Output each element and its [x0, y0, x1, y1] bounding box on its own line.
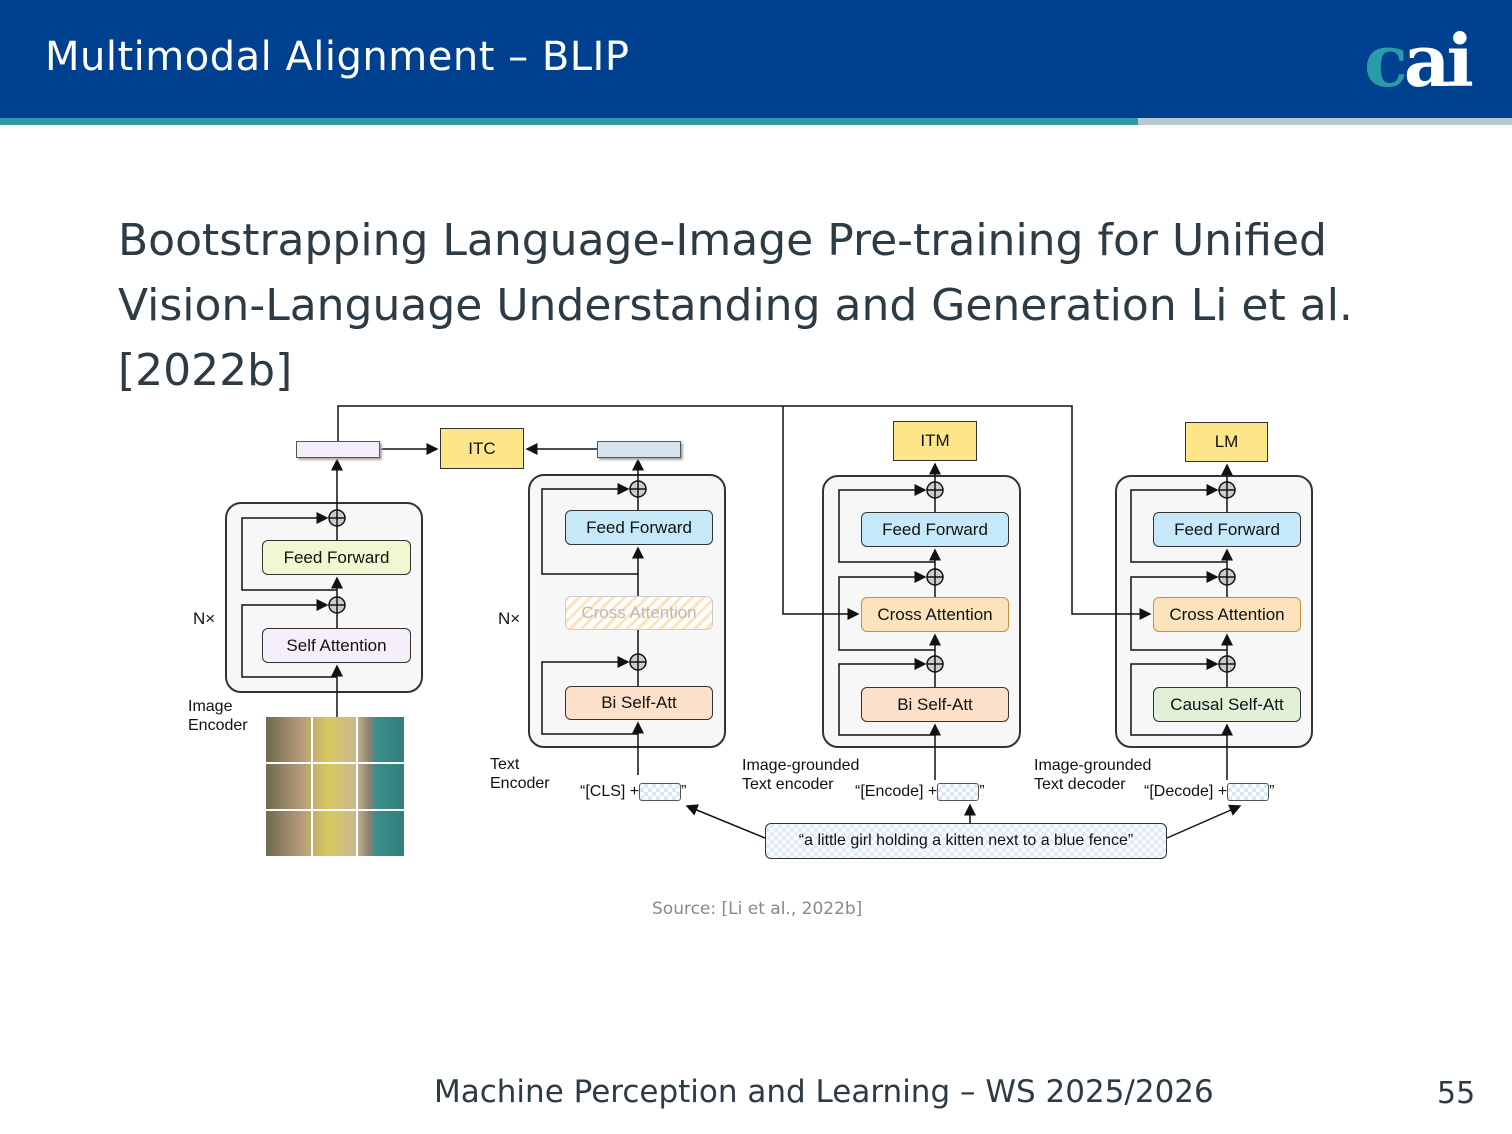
cai-logo: cai: [1364, 18, 1474, 103]
add-icon: [1218, 568, 1236, 586]
input-image-girl-with-kitten: [266, 717, 404, 856]
image-self-attention: Self Attention: [262, 628, 411, 663]
caption-text-input: “a little girl holding a kitten next to …: [765, 823, 1167, 859]
encode-input: “[Encode] +”: [855, 782, 985, 801]
itm-feed-forward: Feed Forward: [861, 512, 1009, 547]
itm-bi-self-att: Bi Self-Att: [861, 687, 1009, 722]
add-icon: [328, 596, 346, 614]
heading-line-1: Bootstrapping Language-Image Pre-trainin…: [118, 215, 1327, 266]
itm-cross-attention: Cross Attention: [861, 597, 1009, 632]
add-icon: [926, 655, 944, 673]
add-icon: [926, 568, 944, 586]
heading-line-2: Vision-Language Understanding and Genera…: [118, 280, 1353, 396]
progress-rest: [1138, 118, 1512, 125]
lm-cross-attention: Cross Attention: [1153, 597, 1301, 632]
progress-accent: [0, 118, 1138, 125]
cls-input: “[CLS] +”: [580, 782, 687, 801]
add-icon: [1218, 655, 1236, 673]
text-encoder-label: Text Encoder: [490, 756, 550, 792]
add-icons: [328, 480, 1236, 673]
add-icon: [926, 481, 944, 499]
source-citation: Source: [Li et al., 2022b]: [652, 899, 863, 919]
image-encoder-label: Image Encoder: [188, 698, 248, 734]
footer-course: Machine Perception and Learning – WS 202…: [434, 1074, 1214, 1110]
text-bi-self-att: Bi Self-Att: [565, 686, 713, 720]
decode-input: “[Decode] +”: [1144, 782, 1275, 801]
text-feed-forward: Feed Forward: [565, 510, 713, 545]
lm-causal-self-att: Causal Self-Att: [1153, 687, 1301, 722]
add-icon: [629, 653, 647, 671]
slide-heading: Bootstrapping Language-Image Pre-trainin…: [118, 208, 1512, 403]
add-icon: [629, 480, 647, 498]
grounded-encoder-label: Image-grounded Text encoder: [742, 757, 860, 793]
itc-box: ITC: [440, 428, 524, 469]
lm-feed-forward: Feed Forward: [1153, 512, 1301, 547]
image-embedding-token: [296, 441, 380, 458]
header-bar: Multimodal Alignment – BLIP cai: [0, 0, 1512, 118]
grounded-decoder-label: Image-grounded Text decoder: [1034, 757, 1152, 793]
text-cross-attention-disabled: Cross Attention: [565, 596, 713, 630]
itm-box: ITM: [893, 421, 977, 461]
lm-box: LM: [1185, 422, 1268, 462]
image-repeat-label: N×: [193, 609, 216, 628]
slide-title: Multimodal Alignment – BLIP: [45, 34, 630, 80]
text-repeat-label: N×: [498, 609, 521, 628]
page-number: 55: [1437, 1076, 1476, 1111]
image-feed-forward: Feed Forward: [262, 540, 411, 575]
text-embedding-token: [597, 441, 681, 458]
add-icon: [1218, 481, 1236, 499]
add-icon: [328, 509, 346, 527]
